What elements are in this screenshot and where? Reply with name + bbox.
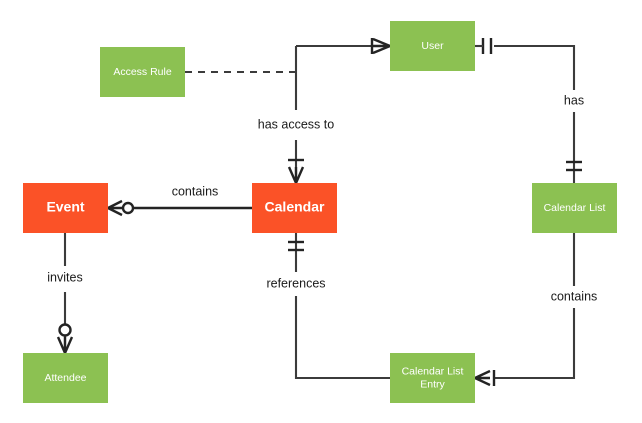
entity-calendar[interactable]: Calendar <box>252 183 337 233</box>
entity-label: Access Rule <box>113 66 172 78</box>
marker-calendar-bottom-exactly-one <box>288 240 304 252</box>
entity-box[interactable] <box>532 183 617 233</box>
crowsfoot-icon <box>287 166 305 184</box>
marker-calendar-list-top-exactly-one <box>566 160 582 172</box>
entity-box[interactable] <box>100 47 185 97</box>
relationship-label-has-access-to: has access to <box>258 117 334 131</box>
edge-references <box>294 233 390 380</box>
entity-label: Attendee <box>44 372 86 384</box>
entity-box[interactable] <box>252 183 337 233</box>
marker-user-left-one-or-many <box>370 37 391 55</box>
crowsfoot-icon <box>56 336 74 354</box>
entity-box[interactable] <box>390 21 475 71</box>
edge-contains-list-entry <box>494 233 576 380</box>
marker-attendee-top-zero-or-many <box>56 323 74 354</box>
crowsfoot-icon <box>474 369 491 387</box>
entity-label: Calendar <box>265 199 325 215</box>
marker-calendar-top-one-or-many <box>287 158 305 184</box>
relationship-labels-layer: has access to contains invites references ha… <box>47 93 597 303</box>
relationship-label-references: references <box>266 276 325 290</box>
relationship-label-invites: invites <box>47 270 82 284</box>
relationship-label-has: has <box>564 93 584 107</box>
entity-calendar-list[interactable]: Calendar List <box>532 183 617 233</box>
marker-event-right-zero-or-many <box>107 199 135 217</box>
entity-event[interactable]: Event <box>23 183 108 233</box>
edge-contains-list-lower <box>494 308 576 380</box>
edge-has-access-to <box>294 44 371 183</box>
entity-label: Calendar List <box>402 365 464 377</box>
relationship-label-contains-list-entry: contains <box>551 289 598 303</box>
edge-has <box>494 44 576 183</box>
relationship-label-contains-event-calendar: contains <box>172 184 219 198</box>
marker-user-right-exactly-one <box>475 38 493 54</box>
crowsfoot-icon <box>107 199 123 217</box>
entity-label: Event <box>46 199 84 215</box>
entity-box[interactable] <box>23 353 108 403</box>
entity-label: Entry <box>420 378 445 390</box>
edge-has-upper <box>494 44 576 90</box>
entity-label: Calendar List <box>544 202 606 214</box>
entity-label: User <box>421 40 444 52</box>
entity-access-rule[interactable]: Access Rule <box>100 47 185 97</box>
entity-attendee[interactable]: Attendee <box>23 353 108 403</box>
marker-cle-right-one-or-many <box>474 369 496 387</box>
edge-references-lower <box>294 296 390 380</box>
optional-circle-icon <box>121 201 135 215</box>
crowsfoot-icon <box>372 37 391 55</box>
entity-user[interactable]: User <box>390 21 475 71</box>
entity-box[interactable] <box>390 353 475 403</box>
entity-box[interactable] <box>23 183 108 233</box>
optional-circle-icon <box>58 323 72 337</box>
